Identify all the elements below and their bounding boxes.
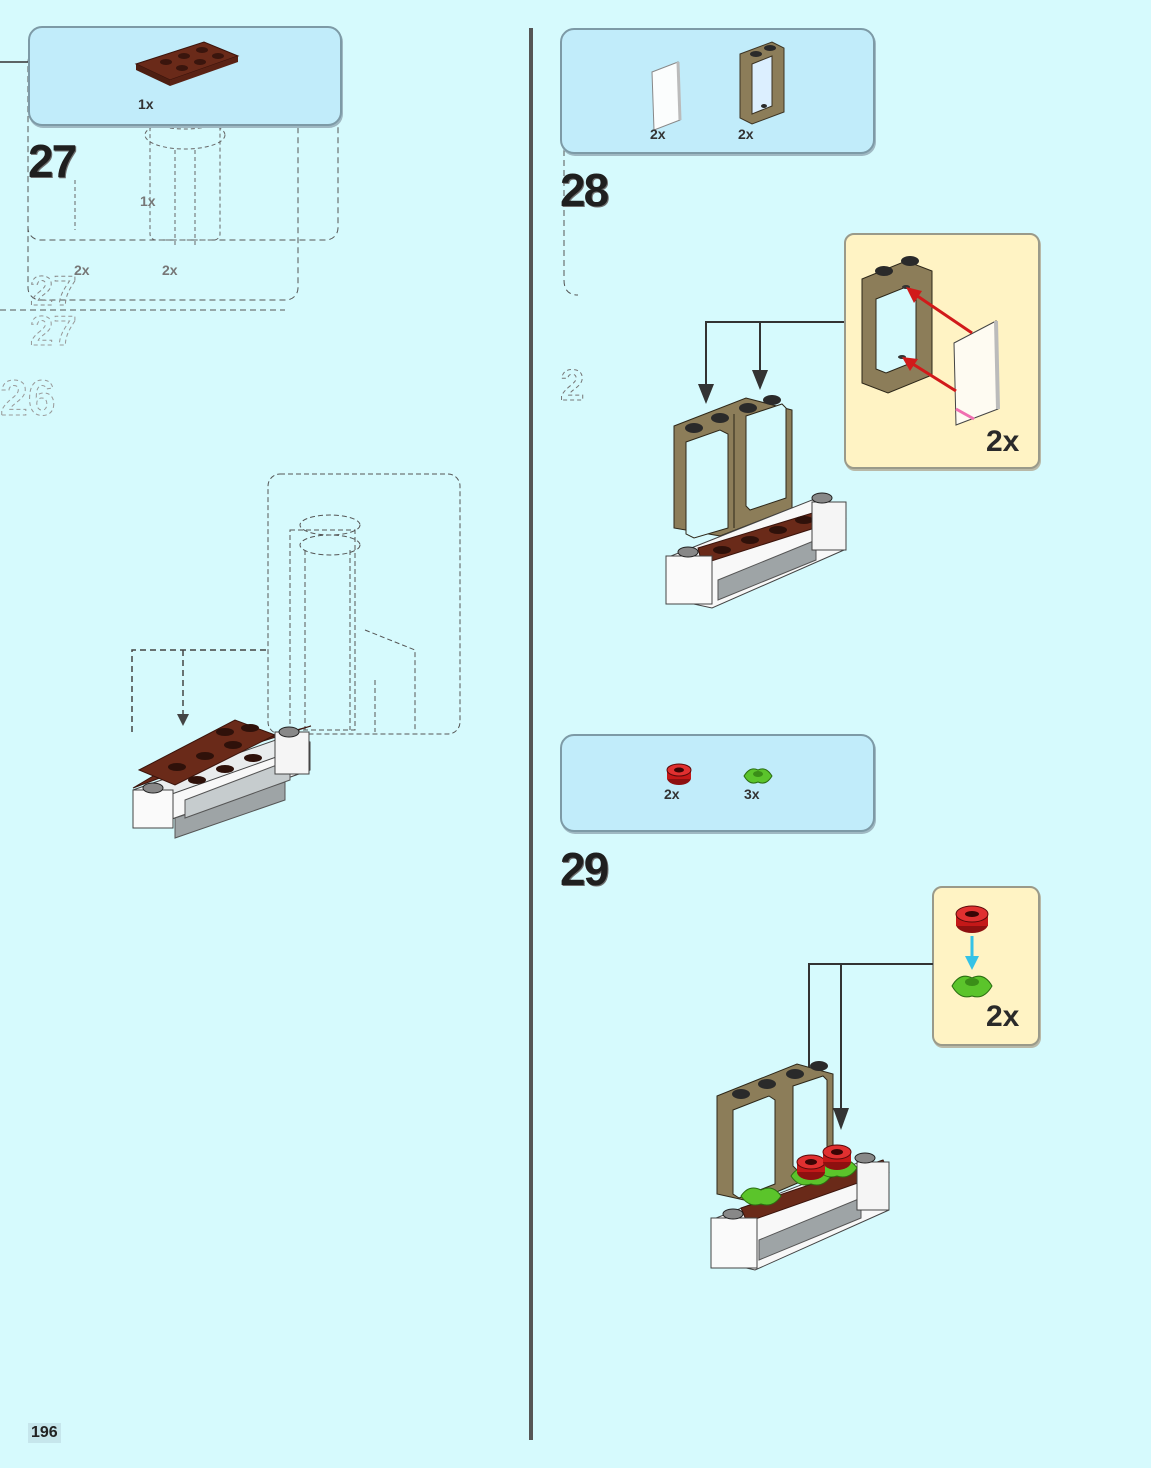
parts-list-step-27: 1x [28,26,342,126]
glass-pane-part [648,60,688,132]
window-assembly-detail [856,249,1036,429]
step-29-model [705,958,945,1278]
step-number: 28 [560,163,607,217]
green-leaf-part [742,764,774,788]
callout-step-28: 2x [844,233,1040,469]
svg-text:26: 26 [0,370,56,426]
svg-text:2: 2 [560,361,584,410]
part-quantity: 3x [744,786,760,802]
ghost-label: 2x [74,262,90,278]
red-flower-part [664,762,694,788]
window-frame-part [734,40,790,130]
callout-quantity: 2x [986,425,1019,459]
step-number: 27 [28,134,75,188]
part-quantity: 1x [138,96,154,112]
parts-list-step-28: 2x 2x [560,28,875,154]
step-28-model [662,318,862,618]
part-quantity: 2x [738,126,754,142]
flower-assembly-detail [950,902,1010,1012]
part-quantity: 2x [650,126,666,142]
svg-text:27: 27 [30,307,77,354]
callout-quantity: 2x [986,1000,1019,1034]
parts-list-step-29: 2x 3x [560,734,875,832]
step-27-model [125,470,465,850]
ghost-label: 1x [140,193,156,209]
part-quantity: 2x [664,786,680,802]
callout-step-29: 2x [932,886,1040,1046]
column-divider [529,28,533,1440]
step-number: 29 [560,842,607,896]
ghost-label: 2x [162,262,178,278]
page-number: 196 [28,1423,61,1443]
brown-plate-part [136,38,246,88]
